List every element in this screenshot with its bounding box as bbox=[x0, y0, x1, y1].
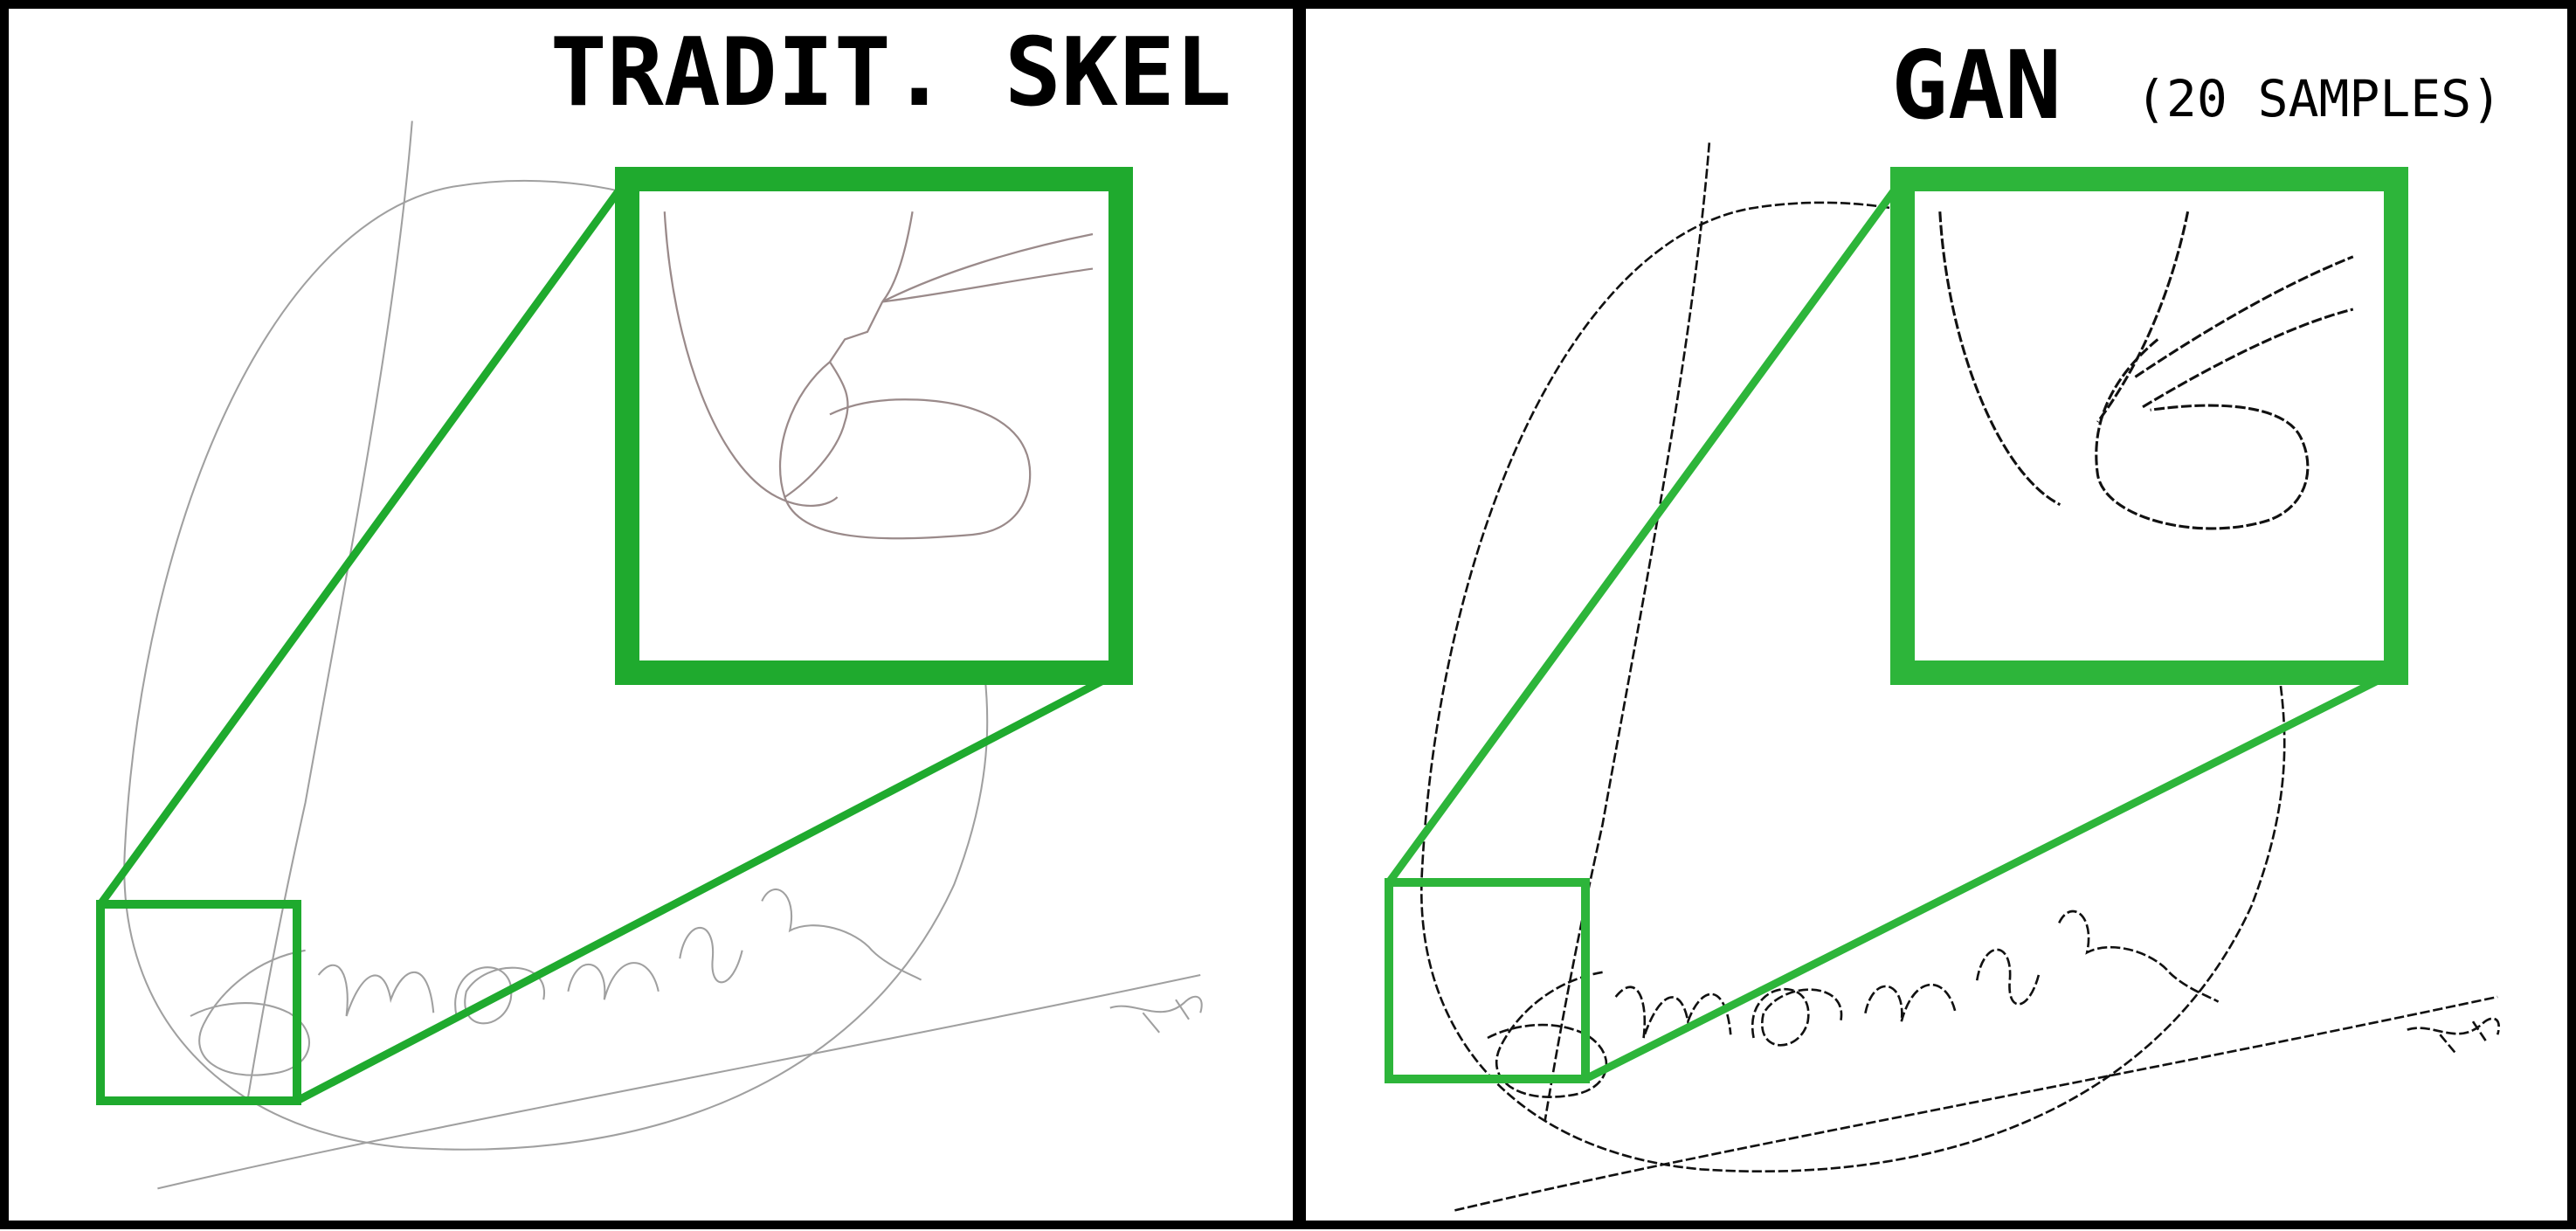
right-zoom-inset-frame bbox=[1890, 167, 2408, 685]
left-zoom-inset bbox=[615, 167, 1133, 685]
right-zoom-connector-bottom bbox=[1583, 668, 2396, 1083]
right-panel: GAN (20 SAMPLES) bbox=[1297, 0, 2576, 1229]
right-panel-subtitle: (20 SAMPLES) bbox=[2136, 69, 2502, 128]
right-zoom-source-box bbox=[1385, 878, 1590, 1083]
right-zoom-inset bbox=[1890, 167, 2408, 685]
left-zoom-connector-top bbox=[97, 176, 631, 907]
right-zoom-connector-top bbox=[1385, 176, 1906, 885]
left-zoom-connector-bottom bbox=[294, 669, 1121, 1104]
left-zoom-inset-frame bbox=[615, 167, 1133, 685]
right-panel-title: GAN bbox=[1891, 31, 2061, 141]
left-panel-title: TRADIT. SKEL bbox=[550, 18, 1232, 128]
left-panel: TRADIT. SKEL bbox=[0, 0, 1302, 1229]
left-zoom-source-box bbox=[96, 900, 301, 1105]
